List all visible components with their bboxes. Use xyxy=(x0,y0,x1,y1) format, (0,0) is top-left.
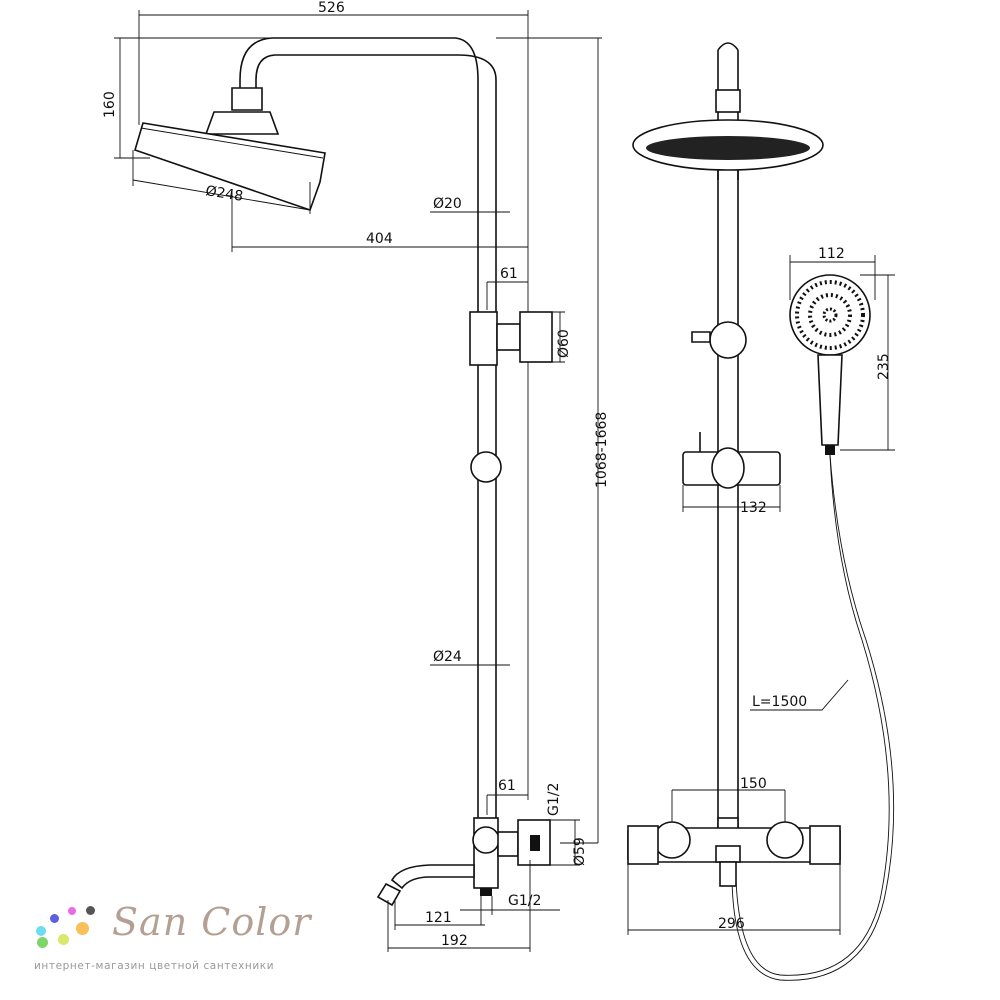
dim-holder-diameter: Ø60 xyxy=(556,329,572,358)
dim-lower-pipe: Ø24 xyxy=(433,649,462,665)
dim-lower-offset: 61 xyxy=(498,778,516,794)
shower-arm xyxy=(239,37,497,90)
dim-total-width: 526 xyxy=(318,0,345,16)
mixer-knob-right xyxy=(766,821,804,859)
dim-inlet-thread: G1/2 xyxy=(546,783,562,816)
logo-dot xyxy=(37,937,48,948)
slider-knob xyxy=(470,451,502,483)
dim-head-height: 160 xyxy=(102,91,118,118)
logo-dot xyxy=(86,906,95,915)
front-nut xyxy=(715,89,741,113)
shower-head xyxy=(134,122,326,212)
dim-hose-length: L=1500 xyxy=(752,694,807,710)
dim-inlet-spacing: 150 xyxy=(740,776,767,792)
dim-spout-total: 192 xyxy=(441,933,468,949)
dim-spout-reach: 121 xyxy=(425,910,452,926)
logo-dot xyxy=(50,914,59,923)
head-mount xyxy=(204,111,280,135)
dim-head-diameter: Ø248 xyxy=(204,183,244,205)
spout xyxy=(390,864,475,890)
dim-upper-offset: 61 xyxy=(500,266,518,282)
hand-shower-head xyxy=(789,274,871,356)
dim-escutcheon: Ø59 xyxy=(572,837,588,866)
logo-dot xyxy=(76,922,89,935)
mixer-handle-right xyxy=(809,825,841,865)
dim-hand-width: 112 xyxy=(818,246,845,262)
dim-arm-reach: 404 xyxy=(366,231,393,247)
logo-dot xyxy=(36,926,46,936)
front-holder xyxy=(709,321,747,359)
head-nut xyxy=(231,87,263,111)
mixer-handle-left xyxy=(627,825,659,865)
hand-shower-handle xyxy=(817,354,843,446)
dim-mixer-width: 296 xyxy=(718,916,745,932)
upper-holder xyxy=(469,311,498,366)
dim-slider-width: 132 xyxy=(740,500,767,516)
side-view: Ø248 526 160 Ø20 404 61 Ø60 1068-1668 Ø2… xyxy=(102,0,610,952)
logo-name: San Color xyxy=(112,900,312,944)
front-view: 132 112 235 L=1500 150 296 xyxy=(627,42,895,981)
dim-upper-pipe: Ø20 xyxy=(433,196,462,212)
dim-hand-length: 235 xyxy=(876,353,892,380)
dim-outlet-thread: G1/2 xyxy=(508,893,541,909)
mixer-knob-left xyxy=(653,821,691,859)
front-spout xyxy=(719,861,737,887)
logo-tagline: интернет-магазин цветной сантехники xyxy=(34,960,275,972)
sancolor-logo: San Color интернет-магазин цветной санте… xyxy=(34,900,310,980)
logo-dot xyxy=(68,907,76,915)
dim-height-range: 1068-1668 xyxy=(594,412,610,488)
diverter-handle xyxy=(691,331,711,343)
hose xyxy=(735,454,890,976)
logo-dot xyxy=(58,934,69,945)
